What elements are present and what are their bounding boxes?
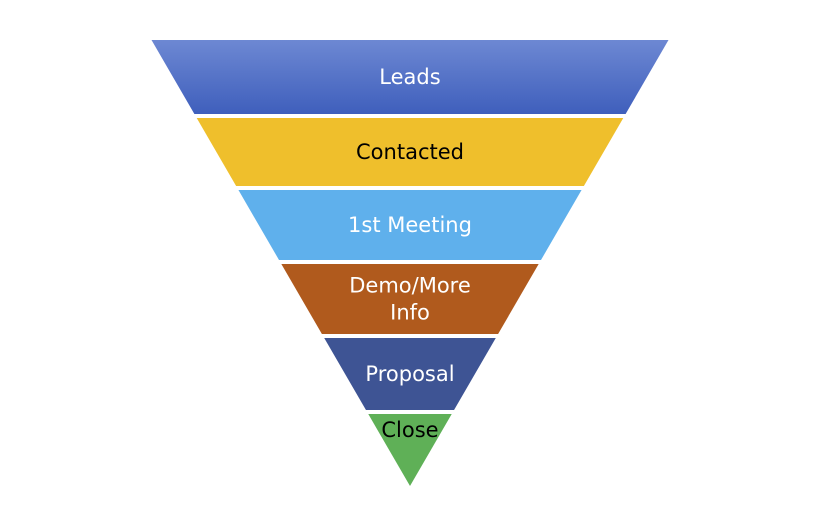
funnel-stage-label-close: Close <box>381 418 438 442</box>
funnel-stage-label-line: Leads <box>379 65 440 89</box>
funnel-stage-label-line: 1st Meeting <box>348 213 472 237</box>
funnel-stage-label-1st-meeting: 1st Meeting <box>348 213 472 237</box>
funnel-stage-label-line: Contacted <box>356 140 464 164</box>
funnel-stage-label-line: Demo/More <box>349 274 471 298</box>
funnel-stage-contacted <box>196 118 624 186</box>
funnel-stage-label-line: Info <box>390 301 430 325</box>
funnel-stage-label-proposal: Proposal <box>365 362 454 386</box>
funnel-stage-label-line: Close <box>381 418 438 442</box>
funnel-stage-label-leads: Leads <box>379 65 440 89</box>
funnel-stage-close <box>368 414 452 486</box>
funnel-stage-proposal <box>324 338 496 410</box>
funnel-stage-demo-more-info <box>281 264 539 334</box>
funnel-stage-leads <box>151 40 669 114</box>
funnel-stage-1st-meeting <box>238 190 582 260</box>
funnel-stage-label-line: Proposal <box>365 362 454 386</box>
funnel-stage-label-contacted: Contacted <box>356 140 464 164</box>
